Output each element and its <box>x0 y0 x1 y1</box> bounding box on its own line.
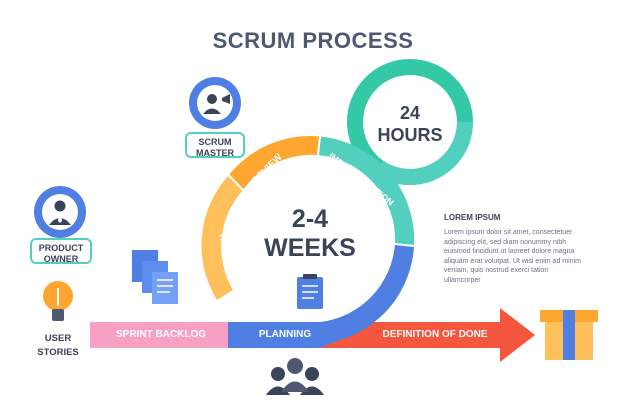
planning-label: PLANNING <box>258 329 312 340</box>
daily-cycle-ring <box>347 59 473 185</box>
scrum-master-label: SCRUM MASTER <box>185 132 245 158</box>
note-body: Lorem ipsum dolor sit amet, consectetuer… <box>444 229 581 284</box>
lightbulb-icon <box>43 281 73 321</box>
user-stories-label: USER STORIES <box>37 333 79 358</box>
definition-of-done-arrow <box>300 308 535 362</box>
page-title: SCRUM PROCESS <box>212 28 414 53</box>
megaphone-person-icon <box>189 77 241 129</box>
documents-icon <box>132 250 178 304</box>
product-owner-label: PRODUCT OWNER <box>30 238 92 264</box>
note-title: LOREM IPSUM <box>444 213 501 222</box>
businessman-icon <box>34 186 86 238</box>
daily-duration: 24 HOURS <box>377 103 443 145</box>
definition-of-done-label: DEFINITION OF DONE <box>382 329 488 340</box>
sprint-backlog-label: SPRINT BACKLOG <box>116 329 206 340</box>
sprint-backlog-bar <box>90 322 230 348</box>
sprint-duration: 2-4 WEEKS <box>264 205 356 262</box>
gift-box-icon <box>540 310 598 360</box>
clipboard-icon <box>297 274 323 309</box>
team-icon <box>266 358 324 395</box>
